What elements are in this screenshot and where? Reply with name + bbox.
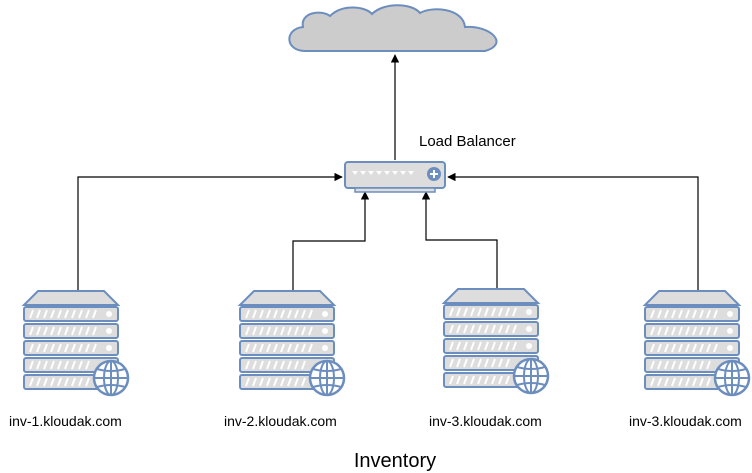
server-icon-inv-1	[23, 290, 130, 397]
inv-4-to-lb-edge	[447, 172, 699, 290]
server-icon-inv-4	[644, 290, 751, 397]
server-label-inv-3: inv-3.kloudak.com	[429, 413, 542, 429]
globe-icon	[92, 359, 130, 397]
inv-2-to-lb-edge	[292, 191, 370, 290]
load-balancer-icon	[344, 161, 446, 193]
cloud-icon	[288, 4, 498, 52]
diagram-caption: Inventory	[353, 450, 437, 472]
server-label-inv-1: inv-1.kloudak.com	[9, 413, 122, 429]
load-balancer-label: Load Balancer	[419, 133, 516, 150]
globe-icon	[308, 359, 346, 397]
globe-icon	[713, 359, 751, 397]
server-label-inv-2: inv-2.kloudak.com	[224, 413, 337, 429]
globe-icon	[512, 357, 550, 395]
connectors	[77, 54, 699, 290]
inv-1-to-lb-edge	[77, 172, 343, 290]
server-label-inv-4: inv-3.kloudak.com	[629, 413, 742, 429]
server-icon-inv-2	[239, 290, 346, 397]
inv-3-to-lb-edge	[421, 191, 498, 290]
server-icon-inv-3	[443, 288, 550, 395]
